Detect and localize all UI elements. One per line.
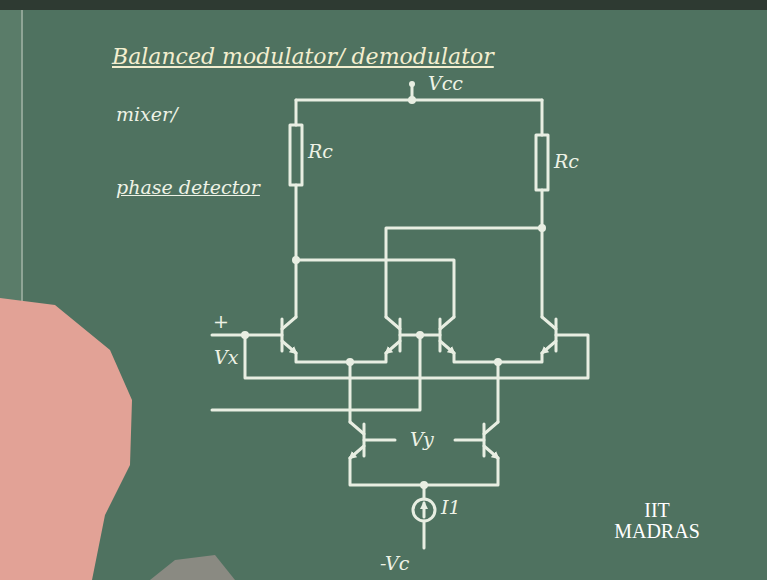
note-text: phase detector: [116, 176, 260, 199]
note-text: mixer/: [116, 103, 178, 126]
resistor-label: Rc: [554, 150, 579, 173]
current-source-label: I1: [441, 496, 461, 519]
signal-name: Vy: [410, 428, 434, 451]
lecturer-arm: [0, 298, 132, 580]
wristwatch: [150, 555, 235, 580]
signal-name: Vx: [214, 346, 238, 369]
junction-dots: [241, 81, 546, 489]
supply-label: -Vc: [380, 552, 409, 575]
polarity-sign: +: [213, 310, 229, 333]
watermark: IIT MADRAS: [612, 500, 702, 542]
circuit-wires: [212, 84, 588, 548]
resistor-label: Rc: [308, 140, 333, 163]
board-frame: [0, 0, 767, 10]
supply-label: Vcc: [428, 72, 463, 95]
heading-text: Balanced modulator/ demodulator: [112, 44, 494, 70]
